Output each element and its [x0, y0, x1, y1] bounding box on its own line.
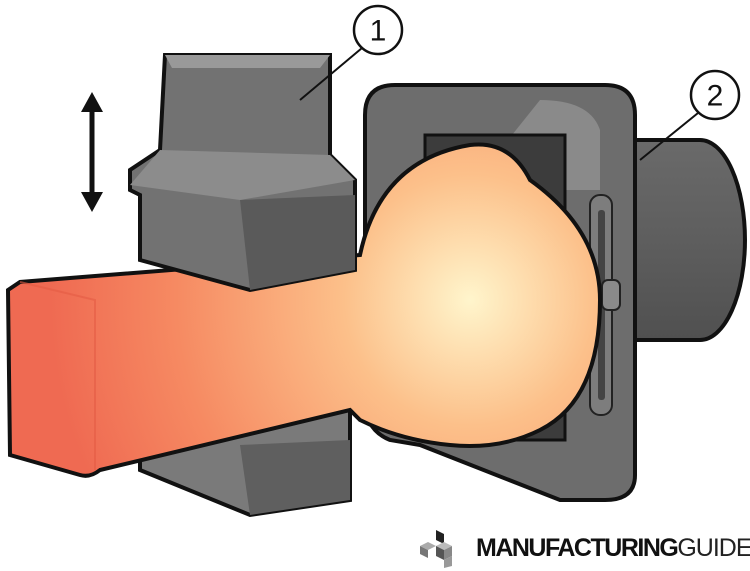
top-die: [128, 53, 357, 293]
hot-workpiece: [5, 142, 603, 478]
right-die-cylinder: [618, 138, 747, 342]
logo-text-light: GUIDE: [677, 533, 750, 562]
cube-logo-icon: [420, 530, 452, 568]
callout-1-label: 1: [370, 15, 387, 48]
manufacturing-guide-logo: MANUFACTURING GUIDE: [416, 530, 750, 568]
callout-2-label: 2: [707, 80, 724, 113]
vertical-motion-arrow-icon: [81, 92, 103, 212]
logo-text-bold: MANUFACTURING: [476, 533, 679, 562]
callout-2: 2: [639, 69, 741, 161]
callout-1: 1: [299, 4, 404, 101]
